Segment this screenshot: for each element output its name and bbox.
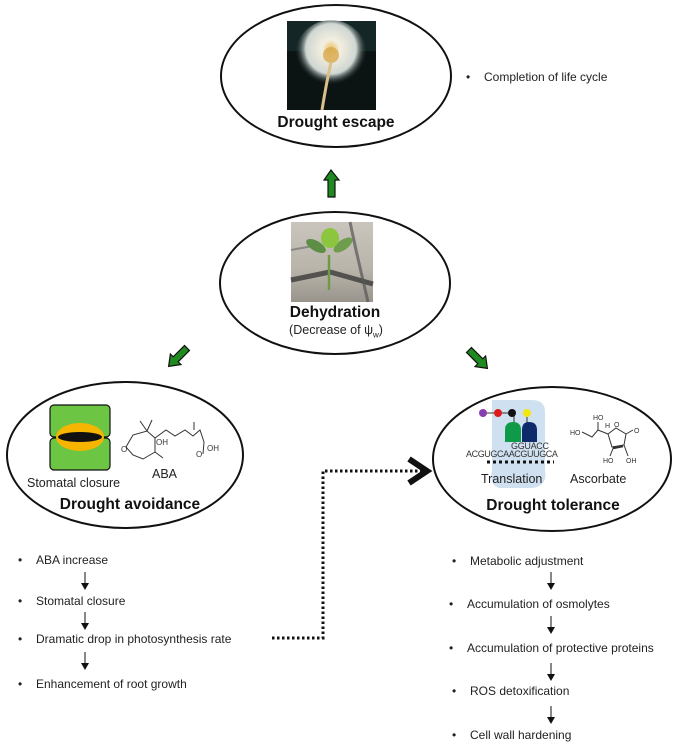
ascorbate-label-ho3: HO: [603, 458, 614, 465]
ascorbate-label-oh: OH: [626, 458, 637, 465]
seedling-photo: [290, 221, 374, 303]
node-subtitle-dehydration: (Decrease of ψw): [266, 323, 406, 340]
psi-subscript: w: [373, 330, 379, 340]
arrow-to-drought-escape: [322, 168, 341, 198]
bullet-text: Accumulation of osmolytes: [467, 597, 610, 611]
stomata-illustration: [49, 404, 111, 471]
tolerance-bullet-item: • Cell wall hardening: [452, 728, 571, 742]
bullet-dot: •: [452, 728, 457, 742]
avoidance-bullet-item: • Stomatal closure: [18, 594, 125, 608]
svg-text:O: O: [196, 450, 202, 459]
tolerance-bullet-item: • ROS detoxification: [452, 684, 569, 698]
bullet-dot: •: [18, 632, 23, 646]
ascorbate-label-ho1: HO: [570, 430, 581, 437]
aba-oh-label: OH: [156, 438, 168, 447]
arrow-to-drought-avoidance: [167, 344, 191, 368]
mrna-sequence: ACGUGCAACGUUGCA: [466, 449, 558, 459]
ascorbate-structure: [581, 422, 634, 457]
anticodon-sequence: GGUACC: [511, 441, 549, 451]
bullet-dot: •: [466, 70, 471, 84]
label-ascorbate: Ascorbate: [570, 472, 627, 486]
bullet-text: Dramatic drop in photosynthesis rate: [36, 632, 232, 646]
escape-bullet-item: • Completion of life cycle: [466, 70, 607, 84]
bullet-text: Completion of life cycle: [484, 70, 608, 84]
ascorbate-label-o-keto: O: [634, 428, 640, 435]
translation-illustration: [479, 400, 554, 488]
bullet-text: Metabolic adjustment: [470, 554, 584, 568]
node-title-drought-tolerance: Drought tolerance: [486, 497, 620, 514]
tolerance-bullet-item: • Accumulation of osmolytes: [449, 597, 610, 611]
node-title-dehydration: Dehydration: [289, 304, 381, 321]
svg-text:OH: OH: [207, 444, 219, 453]
avoidance-bullet-item: • Enhancement of root growth: [18, 677, 187, 691]
bullet-dot: •: [449, 597, 454, 611]
psi-symbol: ψ: [364, 323, 373, 337]
avoidance-bullet-item: • Dramatic drop in photosynthesis rate: [18, 632, 231, 646]
label-translation: Translation: [481, 472, 543, 486]
bullet-text: Accumulation of protective proteins: [467, 641, 654, 655]
svg-text:O: O: [121, 445, 127, 454]
bullet-text: ROS detoxification: [470, 684, 570, 698]
ascorbate-label-ho2: HO: [593, 415, 604, 422]
label-aba: ABA: [152, 467, 178, 481]
bullet-text: ABA increase: [36, 553, 109, 567]
node-title-drought-escape: Drought escape: [277, 114, 395, 131]
arrow-to-drought-tolerance: [465, 346, 489, 370]
subtitle-prefix: (Decrease of: [289, 323, 365, 337]
bullet-text: Enhancement of root growth: [36, 677, 187, 691]
dotted-connector-arrow: [272, 456, 433, 640]
label-stomatal-closure: Stomatal closure: [27, 476, 121, 490]
bullet-dot: •: [18, 553, 23, 567]
bullet-text: Stomatal closure: [36, 594, 126, 608]
node-title-drought-avoidance: Drought avoidance: [59, 496, 201, 513]
bullet-dot: •: [18, 677, 23, 691]
bullet-dot: •: [452, 554, 457, 568]
subtitle-suffix: ): [378, 323, 383, 337]
tolerance-flow-arrows: [547, 572, 555, 724]
ascorbate-label-h: H: [605, 423, 610, 430]
tolerance-bullet-item: • Metabolic adjustment: [452, 554, 583, 568]
bullet-dot: •: [18, 594, 23, 608]
ascorbate-label-o-ring: O: [614, 422, 620, 429]
bullet-text: Cell wall hardening: [470, 728, 572, 742]
bullet-dot: •: [449, 641, 454, 655]
tolerance-bullet-item: • Accumulation of protective proteins: [449, 641, 654, 655]
aba-structure: O OH O OH: [121, 419, 219, 460]
avoidance-bullet-item: • ABA increase: [18, 553, 108, 567]
bullet-dot: •: [452, 684, 457, 698]
avoidance-flow-arrows: [81, 572, 89, 670]
dandelion-photo: [287, 20, 376, 111]
